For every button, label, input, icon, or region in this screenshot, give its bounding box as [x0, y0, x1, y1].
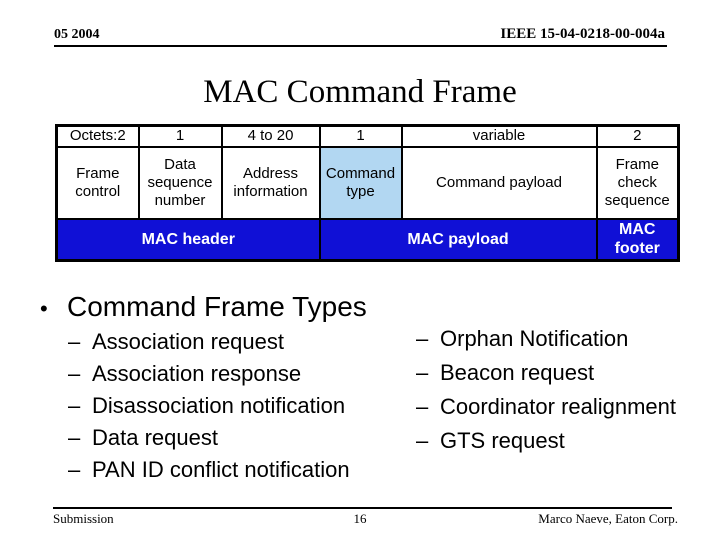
- section-mac-payload: MAC payload: [318, 217, 598, 262]
- list-item-label: Association request: [92, 329, 284, 354]
- list-item-label: GTS request: [440, 428, 565, 453]
- list-item-label: Orphan Notification: [440, 326, 629, 351]
- octets-cell-sequence-number: 1: [137, 124, 223, 148]
- section-mac-footer: MAC footer: [595, 217, 680, 262]
- list-item: – Coordinator realignment: [416, 390, 676, 424]
- dash-icon: –: [416, 394, 429, 419]
- octets-cell-frame-control: Octets:2: [55, 124, 140, 148]
- list-item-label: Coordinator realignment: [440, 394, 677, 419]
- header-divider: [54, 45, 667, 47]
- footer-divider: [53, 507, 672, 509]
- list-item: – Beacon request: [416, 356, 676, 390]
- command-type-list-left: – Association request – Association resp…: [68, 326, 350, 486]
- dash-icon: –: [68, 361, 81, 386]
- list-item-label: Beacon request: [440, 360, 595, 385]
- field-command-payload: Command payload: [400, 145, 598, 220]
- field-frame-check-sequence: Frame check sequence: [595, 145, 680, 220]
- bullet-icon: •: [40, 296, 48, 321]
- octets-cell-frame-check: 2: [595, 124, 680, 148]
- fields-row: Frame control Data sequence number Addre…: [55, 145, 680, 220]
- octets-row: Octets:2 1 4 to 20 1 variable 2: [55, 124, 680, 148]
- list-item: – Association response: [68, 358, 350, 390]
- sections-row: MAC header MAC payload MAC footer: [55, 217, 680, 262]
- dash-icon: –: [68, 393, 81, 418]
- dash-icon: –: [68, 425, 81, 450]
- dash-icon: –: [416, 360, 429, 385]
- list-item: – GTS request: [416, 424, 676, 458]
- list-item-label: Association response: [92, 361, 302, 386]
- header-document-id: IEEE 15-04-0218-00-004a: [500, 26, 665, 42]
- page-title: MAC Command Frame: [203, 74, 517, 110]
- field-data-sequence-number: Data sequence number: [137, 145, 223, 220]
- list-item: – PAN ID conflict notification: [68, 454, 350, 486]
- dash-icon: –: [68, 457, 81, 482]
- dash-icon: –: [68, 329, 81, 354]
- field-command-type: Command type: [318, 145, 403, 220]
- header-date: 05 2004: [54, 27, 100, 42]
- octets-cell-command-type: 1: [318, 124, 403, 148]
- dash-icon: –: [416, 326, 429, 351]
- dash-icon: –: [416, 428, 429, 453]
- list-item-label: Data request: [92, 425, 218, 450]
- list-item: – Data request: [68, 422, 350, 454]
- field-address-information: Address information: [220, 145, 321, 220]
- bullet-list-title: Command Frame Types: [67, 291, 367, 322]
- list-item: – Disassociation notification: [68, 390, 350, 422]
- octets-cell-command-payload: variable: [400, 124, 598, 148]
- footer-author: Marco Naeve, Eaton Corp.: [538, 511, 678, 526]
- list-item: – Association request: [68, 326, 350, 358]
- field-frame-control: Frame control: [55, 145, 140, 220]
- frame-format-table: Octets:2 1 4 to 20 1 variable 2 Frame co…: [55, 124, 680, 262]
- footer-submission-label: Submission: [53, 511, 114, 526]
- list-item-label: PAN ID conflict notification: [92, 457, 350, 482]
- octets-cell-address-information: 4 to 20: [220, 124, 321, 148]
- footer-page-number: 16: [353, 511, 367, 526]
- bullet-list-title-line: • Command Frame Types: [40, 290, 367, 326]
- command-type-list-right: – Orphan Notification – Beacon request –…: [416, 322, 676, 458]
- list-item: – Orphan Notification: [416, 322, 676, 356]
- list-item-label: Disassociation notification: [92, 393, 346, 418]
- section-mac-header: MAC header: [55, 217, 321, 262]
